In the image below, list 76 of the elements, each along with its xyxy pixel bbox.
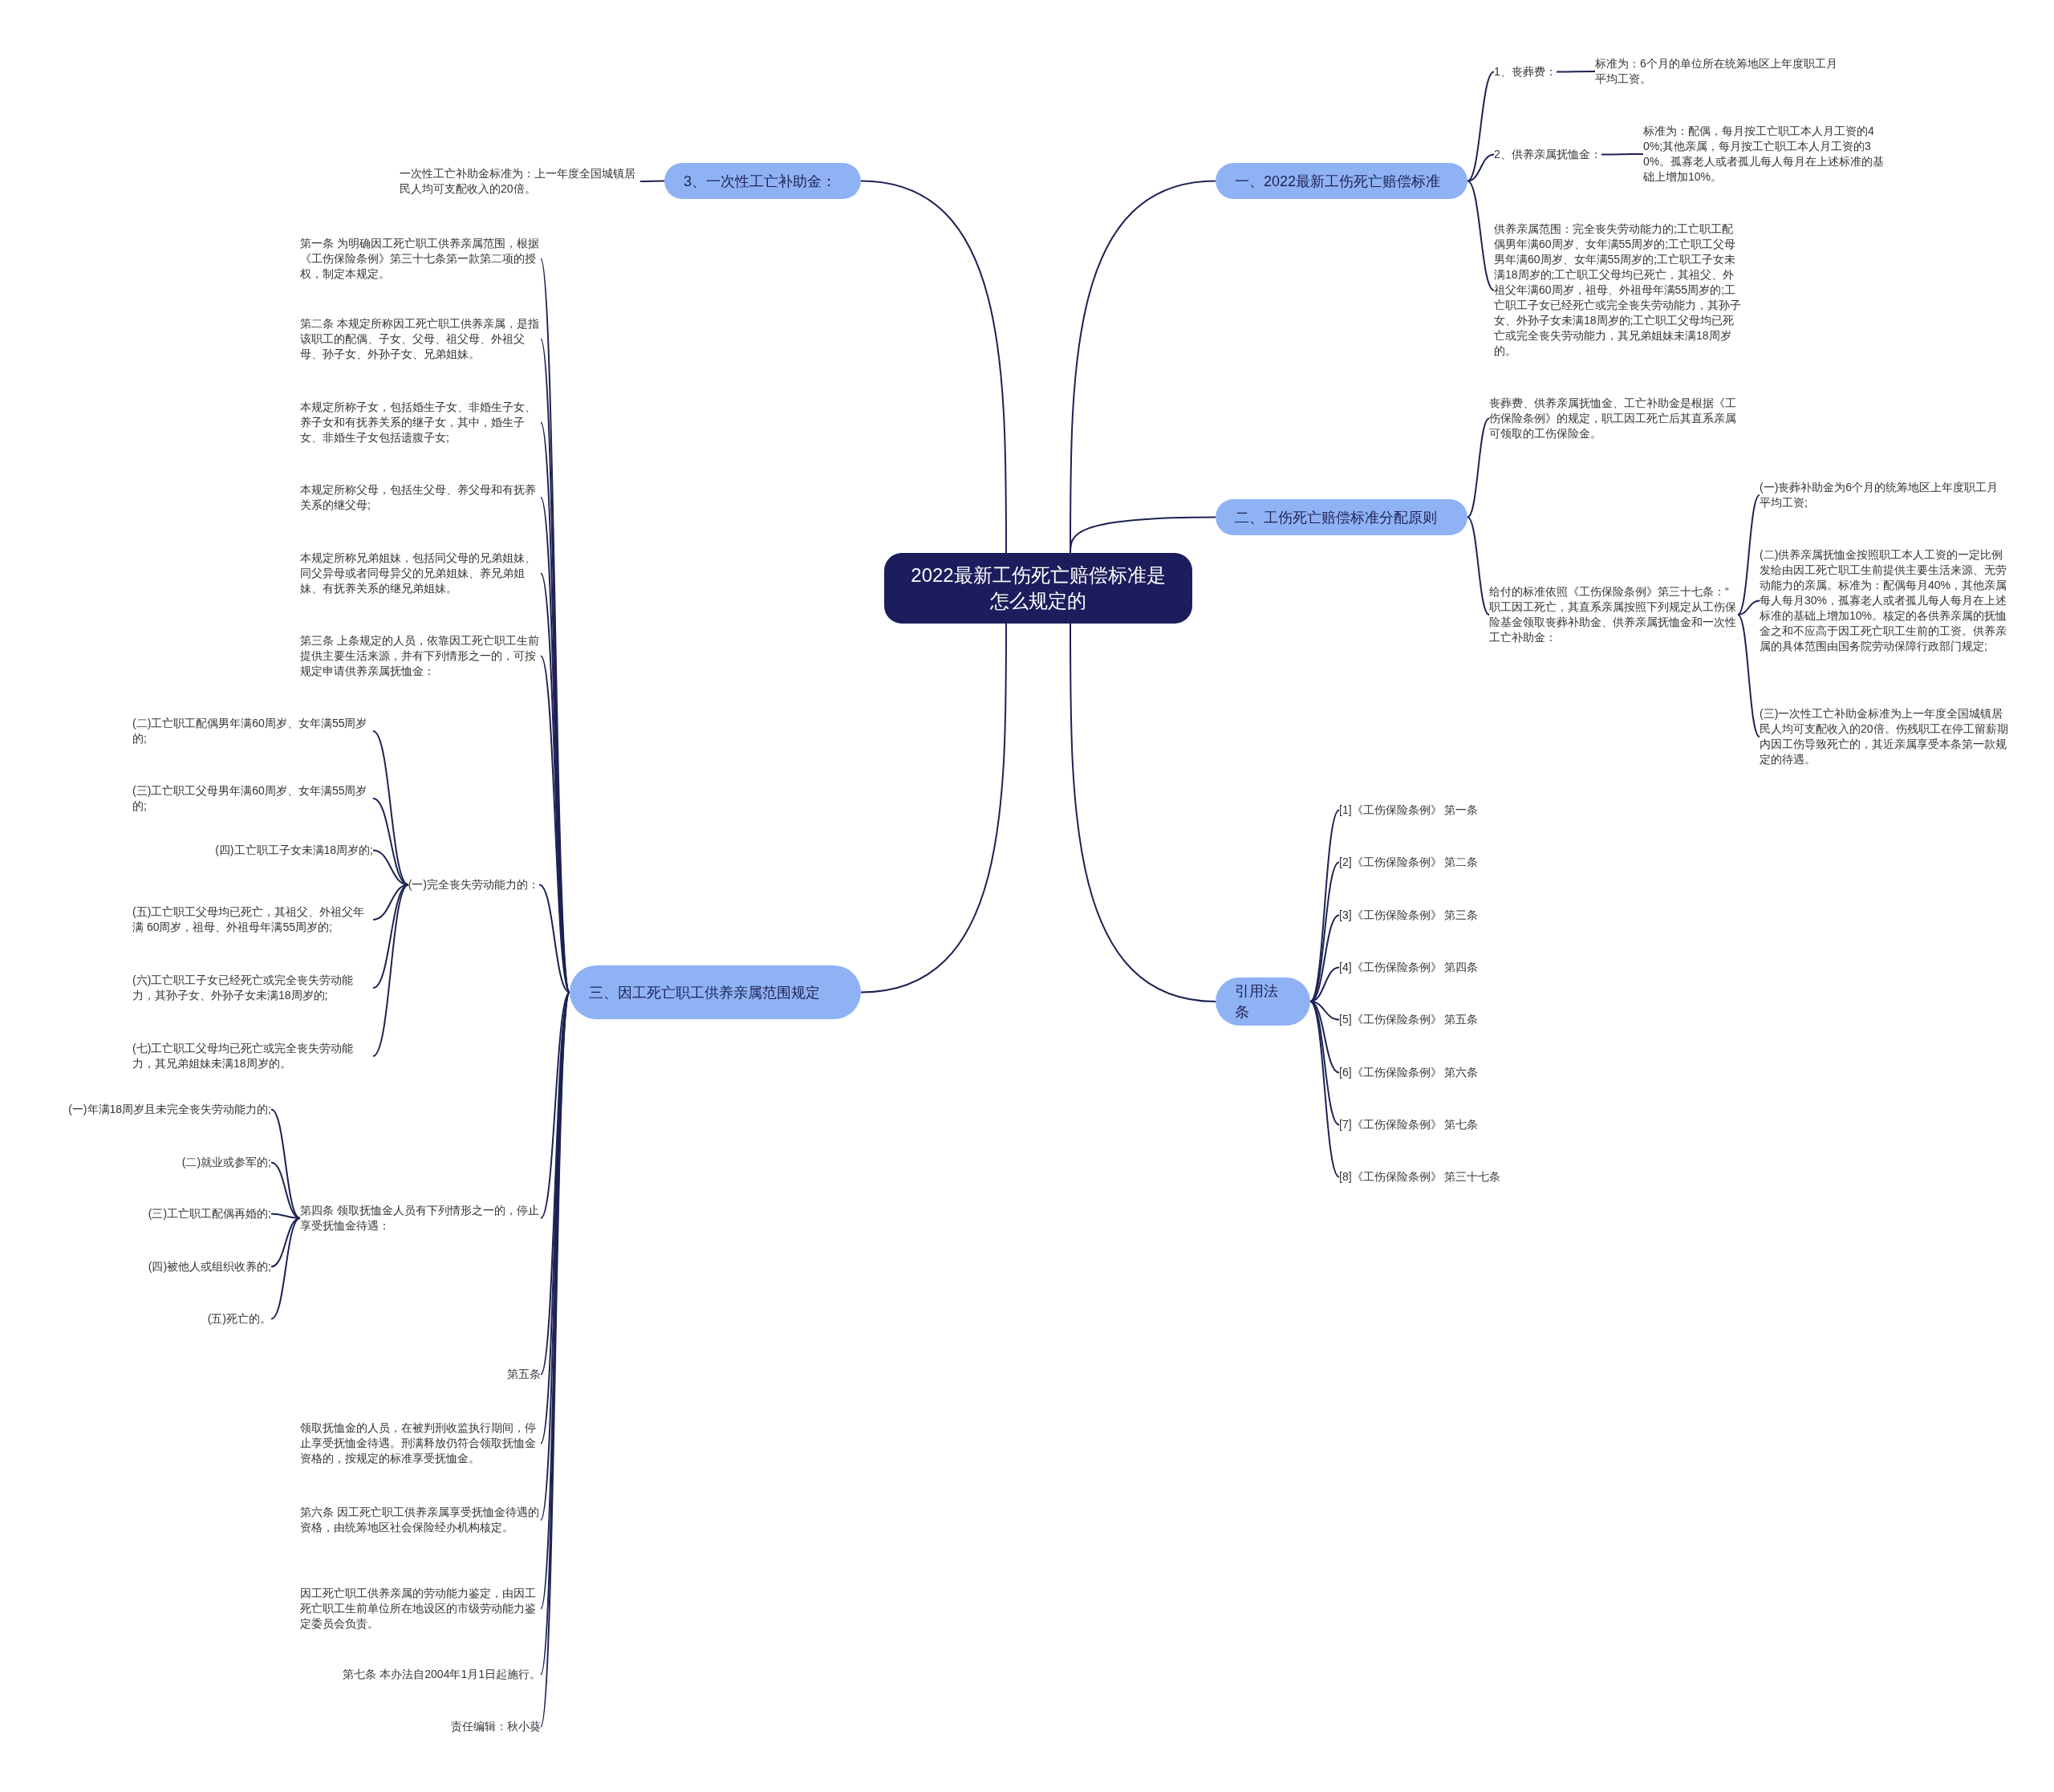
topic-text: (七)工亡职工父母均已死亡或完全丧失劳动能力，其兄弟姐妹未满18周岁的。 [132, 1041, 373, 1071]
connector-line [1467, 516, 1490, 616]
connector-line [540, 991, 570, 1219]
topic-text: (二)工亡职工配偶男年满60周岁、女年满55周岁的; [132, 716, 373, 746]
topic-text: 1、丧葬费： [1494, 64, 1557, 79]
topic-text: 2、供养亲属抚恤金： [1494, 147, 1601, 162]
topic-text: 标准为：6个月的单位所在统筹地区上年度职工月平均工资。 [1595, 56, 1844, 87]
topic-text: (四)工亡职工子女未满18周岁的; [215, 843, 373, 858]
topic-text: 第六条 因工死亡职工供养亲属享受抚恤金待遇的资格，由统筹地区社会保险经办机构核定。 [300, 1505, 541, 1535]
topic-text: [1]《工伤保险条例》 第一条 [1339, 803, 1479, 818]
connector-line [1070, 623, 1216, 1002]
connector-line [639, 180, 665, 182]
connector-line [1556, 71, 1596, 73]
branch-topic: 一、2022最新工伤死亡赔偿标准 [1216, 163, 1467, 199]
topic-text: (三)工亡职工父母男年满60周岁、女年满55周岁的; [132, 783, 373, 814]
connector-line [270, 1161, 301, 1219]
connector-line [1309, 1001, 1340, 1178]
topic-text: (一)年满18周岁且未完全丧失劳动能力的; [68, 1102, 271, 1117]
topic-text: [8]《工伤保险条例》 第三十七条 [1339, 1169, 1501, 1185]
topic-text: 责任编辑：秋小葵 [451, 1719, 541, 1734]
topic-text: [4]《工伤保险条例》 第四条 [1339, 960, 1479, 975]
connector-line [1737, 599, 1760, 616]
connector-line [860, 180, 1007, 554]
connector-line [372, 884, 409, 1057]
topic-text: 第五条 [507, 1367, 541, 1382]
topic-text: 第四条 领取抚恤金人员有下列情形之一的，停止享受抚恤金待遇： [300, 1203, 541, 1233]
connector-line [1601, 153, 1644, 156]
topic-text: 因工死亡职工供养亲属的劳动能力鉴定，由因工死亡职工生前单位所在地设区的市级劳动能力鉴定委员会负责。 [300, 1586, 541, 1631]
connector-line [540, 655, 570, 994]
connector-line [1467, 180, 1495, 291]
topic-text: 本规定所称兄弟姐妹，包括同父母的兄弟姐妹、同父异母或者同母异父的兄弟姐妹、养兄弟姐妹、有抚养关系的继兄弟姐妹。 [300, 551, 541, 596]
topic-text: (六)工亡职工子女已经死亡或完全丧失劳动能力，其孙子女、外孙子女未满18周岁的; [132, 973, 373, 1003]
topic-text: 标准为：配偶，每月按工亡职工本人月工资的40%;其他亲属，每月按工亡职工本人月工资的30%。孤寡老人或者孤儿每人每月在上述标准的基础上增加10%。 [1643, 124, 1892, 185]
branch-topic: 3、一次性工亡补助金： [664, 163, 861, 199]
connector-line [860, 623, 1007, 994]
connector-line [1467, 417, 1490, 518]
connector-line [1467, 153, 1495, 182]
connector-line [1309, 861, 1340, 1002]
connector-line [270, 1217, 301, 1268]
topic-text: 本规定所称父母，包括生父母、养父母和有抚养关系的继父母; [300, 482, 541, 513]
connector-line [540, 991, 570, 1375]
topic-text: 给付的标准依照《工伤保险条例》第三十七条：“ 职工因工死亡，其直系亲属按照下列规定从工伤保险基金领取丧葬补助金、供养亲属抚恤金和一次性工亡补助金： [1489, 584, 1738, 645]
topic-text: (一)丧葬补助金为6个月的统筹地区上年度职工月平均工资; [1760, 480, 2008, 510]
connector-line [1070, 516, 1216, 554]
connector-line [1737, 494, 1760, 616]
connector-line [538, 884, 570, 994]
topic-text: (二)供养亲属抚恤金按照职工本人工资的一定比例发给由因工死亡职工生前提供主要生活来源、无劳动能力的亲属。标准为：配偶每月40%，其他亲属每人每月30%，孤寡老人或者孤儿每人每月在上述标准的基础上增加10%。核定的各供养亲属的抚恤金之和不应高于因工死亡职工生前的工资。供养亲属的具体范围由国务院劳动保障行政部门规定; [1760, 547, 2008, 654]
topic-text: [6]《工伤保险条例》 第六条 [1339, 1065, 1479, 1080]
branch-topic: 引用法条 [1216, 977, 1310, 1026]
topic-text: [2]《工伤保险条例》 第二条 [1339, 855, 1479, 870]
topic-text: [3]《工伤保险条例》 第三条 [1339, 908, 1479, 923]
connector-line [1467, 71, 1495, 182]
connector-line [372, 730, 409, 886]
topic-text: (三)一次性工亡补助金标准为上一年度全国城镇居民人均可支配收入的20倍。伤残职工在停工留薪期内因工伤导致死亡的，其近亲属享受本条第一款规定的待遇。 [1760, 706, 2008, 767]
topic-text: 第二条 本规定所称因工死亡职工供养亲属，是指该职工的配偶、子女、父母、祖父母、外祖父母、孙子女、外孙子女、兄弟姐妹。 [300, 316, 541, 362]
topic-text: (三)工亡职工配偶再婚的; [148, 1206, 271, 1221]
topic-text: 领取抚恤金的人员，在被判刑收监执行期间，停止享受抚恤金待遇。刑满释放仍符合领取抚恤金资格的，按规定的标准享受抚恤金。 [300, 1420, 541, 1466]
topic-text: (五)工亡职工父母均已死亡，其祖父、外祖父年满 60周岁，祖母、外祖母年满55周岁的; [132, 904, 373, 935]
topic-text: 丧葬费、供养亲属抚恤金、工亡补助金是根据《工伤保险条例》的规定，职工因工死亡后其直系亲属可领取的工伤保险金。 [1489, 396, 1738, 441]
topic-text: 第一条 为明确因工死亡职工供养亲属范围，根据《工伤保险条例》第三十七条第一款第二项的授权，制定本规定。 [300, 236, 541, 282]
topic-text: 第七条 本办法自2004年1月1日起施行。 [343, 1667, 541, 1682]
topic-text: (二)就业或参军的; [181, 1155, 271, 1170]
topic-text: 一次性工亡补助金标准为：上一年度全国城镇居民人均可支配收入的20倍。 [400, 166, 640, 197]
branch-topic: 二、工伤死亡赔偿标准分配原则 [1216, 499, 1467, 535]
connector-line [1737, 614, 1760, 738]
branch-topic: 三、因工死亡职工供养亲属范围规定 [570, 965, 861, 1019]
topic-text: (四)被他人或组织收养的; [148, 1259, 271, 1274]
topic-text: [5]《工伤保险条例》 第五条 [1339, 1012, 1479, 1027]
topic-text: (五)死亡的。 [207, 1311, 271, 1327]
topic-text: 第三条 上条规定的人员，依靠因工死亡职工生前提供主要生活来源，并有下列情形之一的，可按规定申请供养亲属抚恤金： [300, 633, 541, 679]
topic-text: 供养亲属范围：完全丧失劳动能力的;工亡职工配偶男年满60周岁、女年满55周岁的;工亡职工父母男年满60周岁、女年满55周岁的;工亡职工子女未满18周岁的;工亡职工父母均已死亡，其祖父、外祖父年满60周岁，祖母、外祖母年满55周岁的;工亡职工子女已经死亡或完全丧失劳动能力，其孙子女、外孙子女未满18周岁的;工亡职工父母均已死亡或完全丧失劳动能力，其兄弟姐妹未满18周岁的。 [1494, 221, 1743, 359]
topic-text: 本规定所称子女，包括婚生子女、非婚生子女、养子女和有抚养关系的继子女，其中，婚生子女、非婚生子女包括遗腹子女; [300, 400, 541, 445]
central-topic: 2022最新工伤死亡赔偿标准是怎么规定的 [884, 553, 1192, 624]
connector-line [270, 1217, 301, 1320]
topic-text: (一)完全丧失劳动能力的： [408, 877, 539, 892]
topic-text: [7]《工伤保险条例》 第七条 [1339, 1117, 1479, 1132]
